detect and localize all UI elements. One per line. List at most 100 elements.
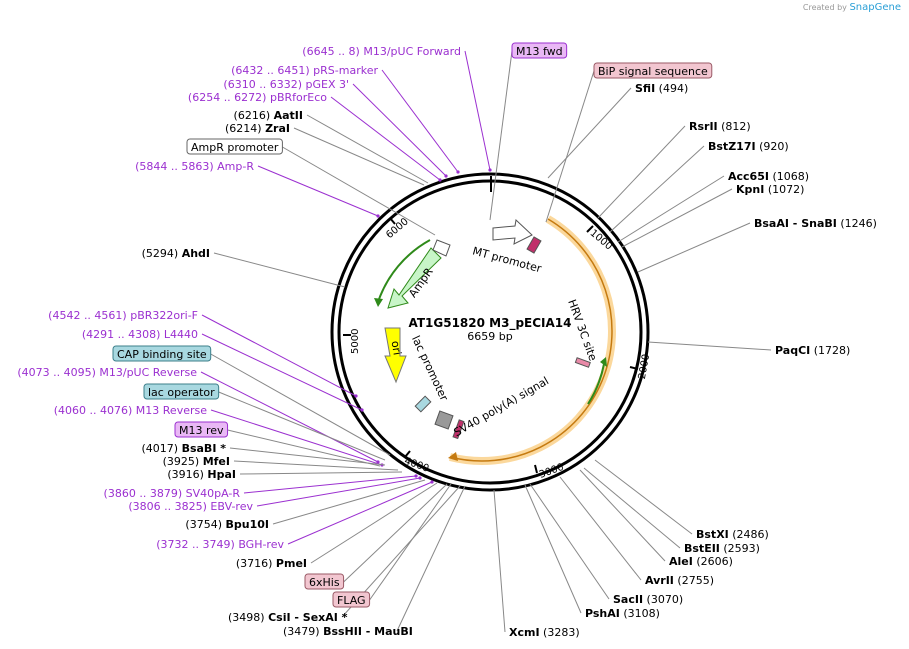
label-range-BsaBI: (4017) bbox=[142, 442, 182, 455]
tick-marks bbox=[343, 176, 639, 474]
insert-orf-head bbox=[600, 357, 607, 367]
label-text-CsiI: (3498) CsiI - SexAI * bbox=[228, 611, 348, 624]
insert-orf-arrow bbox=[587, 363, 605, 405]
label-name-BGH-rev: BGH-rev bbox=[238, 538, 284, 551]
label-text-HpaI: (3916) HpaI bbox=[167, 468, 236, 481]
label-range-amp-r: (5844 .. 5863) bbox=[135, 160, 217, 173]
label-extra-BssHII: - MauBI bbox=[362, 625, 413, 638]
label-range-BstEII: (2593) bbox=[720, 542, 760, 555]
label-text-EBV-rev: (3806 .. 3825) EBV-rev bbox=[128, 500, 253, 513]
label-box-FLAG bbox=[332, 591, 371, 608]
leader-line-AvrII bbox=[559, 476, 642, 581]
leader-line-BssHII bbox=[396, 485, 466, 632]
label-text-AleI: AleI (2606) bbox=[669, 555, 733, 568]
backbone-outer-ring bbox=[330, 172, 650, 492]
leader-line-MfeI bbox=[233, 460, 399, 471]
leader-line-SacII bbox=[529, 483, 610, 600]
leader-line-ZraI bbox=[293, 127, 425, 186]
label-pBRforEco: (6254 .. 6272) pBRforEco bbox=[188, 91, 327, 104]
label-BGH-rev: (3732 .. 3749) BGH-rev bbox=[156, 538, 284, 551]
label-text-BstEII: BstEII (2593) bbox=[684, 542, 760, 555]
label-RsrII: RsrII (812) bbox=[689, 120, 751, 133]
leader-line-SfiI bbox=[547, 87, 632, 179]
label-ZraI: (6214) ZraI bbox=[225, 122, 290, 135]
label-range-BssHII: (3479) bbox=[283, 625, 323, 638]
label-text-6xHis: 6xHis bbox=[309, 576, 340, 589]
plasmid-name: AT1G51820 M3_pECIA14 bbox=[408, 316, 571, 331]
insert-feature-line bbox=[449, 218, 613, 462]
label-name-EBV-rev: EBV-rev bbox=[210, 500, 253, 513]
leader-line-EBV-rev bbox=[256, 477, 421, 507]
label-name-L4440: L4440 bbox=[164, 328, 198, 341]
label-text-m13-pUC-fwd: (6645 .. 8) M13/pUC Forward bbox=[302, 45, 461, 58]
label-range-m13-pUC-rev: (4073 .. 4095) bbox=[17, 366, 99, 379]
label-text-XcmI: XcmI (3283) bbox=[509, 626, 580, 639]
label-range-PshAI: (3108) bbox=[620, 607, 660, 620]
leader-line-BstXI bbox=[594, 459, 693, 535]
label-name-ZraI: ZraI bbox=[265, 122, 290, 135]
leader-line-PmeI bbox=[310, 482, 438, 564]
label-L4440: (4291 .. 4308) L4440 bbox=[82, 328, 198, 341]
label-text-PmeI: (3716) PmeI bbox=[236, 557, 307, 570]
label-text-pRS: (6432 .. 6451) pRS-marker bbox=[231, 64, 378, 77]
label-name-m13-reverse: M13 Reverse bbox=[136, 404, 207, 417]
label-text-MfeI: (3925) MfeI bbox=[163, 455, 230, 468]
label-range-XcmI: (3283) bbox=[540, 626, 580, 639]
label-name-RsrII: RsrII bbox=[689, 120, 718, 133]
label-BssHII: (3479) BssHII - MauBI bbox=[283, 625, 413, 638]
ampr-orf-arrow bbox=[377, 239, 431, 303]
label-range-SV40pA-R: (3860 .. 3879) bbox=[104, 487, 186, 500]
label-text-pBR322ori: (4542 .. 4561) pBR322ori-F bbox=[48, 309, 198, 322]
leader-line-BstZ17I bbox=[609, 145, 705, 233]
primer-site-L4440 bbox=[360, 408, 364, 412]
label-name-PmeI: PmeI bbox=[276, 557, 307, 570]
leader-line-AhdI bbox=[213, 252, 346, 288]
label-range-EBV-rev: (3806 .. 3825) bbox=[128, 500, 210, 513]
label-name-BsaBI: BsaBI * bbox=[182, 442, 227, 455]
leader-line-6xHis bbox=[343, 483, 448, 583]
primer-site-amp-r bbox=[376, 214, 380, 218]
label-text-amp-r: (5844 .. 5863) Amp-R bbox=[135, 160, 254, 173]
label-PshAI: PshAI (3108) bbox=[585, 607, 660, 620]
ori-label: ori bbox=[389, 340, 404, 356]
leader-line-SV40pA-R bbox=[243, 475, 417, 494]
label-range-CsiI: (3498) bbox=[228, 611, 268, 624]
leader-line-PaqCI bbox=[647, 341, 772, 351]
tick-label-5000: 5000 bbox=[350, 329, 361, 354]
label-HpaI: (3916) HpaI bbox=[167, 468, 236, 481]
ampr-promoter-feature bbox=[432, 239, 451, 257]
label-name-m13-pUC-fwd: M13/pUC Forward bbox=[363, 45, 461, 58]
label-name-MfeI: MfeI bbox=[203, 455, 230, 468]
label-SacII: SacII (3070) bbox=[613, 593, 683, 606]
label-text-bip: BiP signal sequence bbox=[598, 65, 708, 78]
label-range-pGEX: (6310 .. 6332) bbox=[223, 78, 305, 91]
lac-promoter-label: lac promoter bbox=[409, 334, 451, 404]
label-name-AatII: AatII bbox=[274, 109, 303, 122]
label-box-ampr-prom bbox=[186, 138, 283, 155]
label-name-BsaAI: BsaAI bbox=[754, 217, 789, 230]
label-BstXI: BstXI (2486) bbox=[696, 528, 769, 541]
label-range-PaqCI: (1728) bbox=[810, 344, 850, 357]
label-AvrII: AvrII (2755) bbox=[645, 574, 714, 587]
label-text-pGEX: (6310 .. 6332) pGEX 3' bbox=[223, 78, 349, 91]
label-name-pBRforEco: pBRforEco bbox=[270, 91, 327, 104]
label-text-SacII: SacII (3070) bbox=[613, 593, 683, 606]
label-BsaBI: (4017) BsaBI * bbox=[142, 442, 227, 455]
label-name-pRS: pRS-marker bbox=[313, 64, 378, 77]
label-range-pRS: (6432 .. 6451) bbox=[231, 64, 313, 77]
label-range-Acc65I: (1068) bbox=[769, 170, 809, 183]
label-AatII: (6216) AatII bbox=[234, 109, 303, 122]
credit-prefix: Created by bbox=[802, 3, 847, 12]
ampr-feature-shape bbox=[387, 247, 442, 309]
leader-line-Acc65I bbox=[617, 175, 725, 243]
label-m13-fwd: M13 fwd bbox=[511, 42, 568, 59]
label-name-HpaI: HpaI bbox=[207, 468, 236, 481]
label-m13-pUC-rev: (4073 .. 4095) M13/pUC Reverse bbox=[17, 366, 197, 379]
label-name-amp-r: Amp-R bbox=[217, 160, 254, 173]
label-text-SfiI: SfiI (494) bbox=[635, 82, 688, 95]
label-name-SacII: SacII bbox=[613, 593, 643, 606]
label-text-RsrII: RsrII (812) bbox=[689, 120, 751, 133]
label-name-pGEX: pGEX 3' bbox=[305, 78, 349, 91]
label-name-KpnI: KpnI bbox=[736, 183, 764, 196]
